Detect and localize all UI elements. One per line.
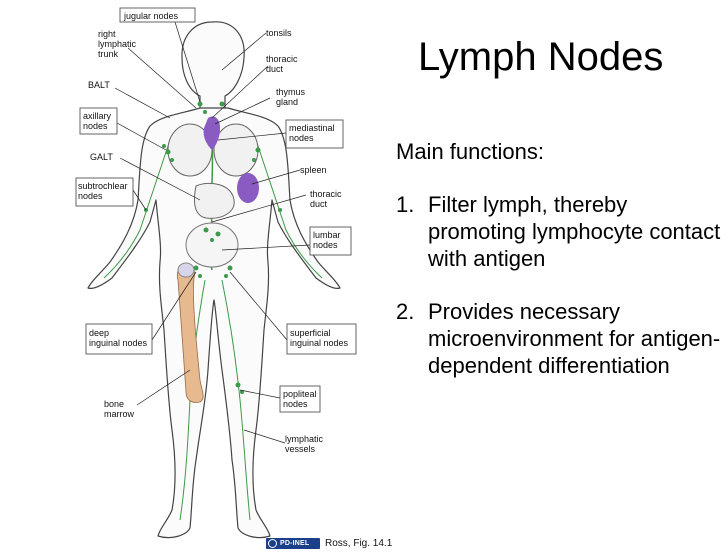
bone-femur	[176, 264, 204, 403]
functions-heading: Main functions:	[396, 139, 544, 164]
publisher-badge: PD-INEL	[266, 538, 320, 549]
organs	[167, 116, 259, 403]
function-item: 2. Provides necessary microenvironment f…	[396, 298, 721, 379]
label-galt: GALT	[90, 152, 113, 162]
function-number: 2.	[396, 299, 415, 324]
badge-text: PD-INEL	[280, 540, 310, 547]
arm-vessel-right	[255, 139, 323, 279]
function-text: Filter lymph, thereby promoting lymphocy…	[428, 192, 721, 271]
badge-logo-icon	[268, 539, 277, 548]
function-number: 1.	[396, 192, 415, 217]
leader-lines	[114, 21, 311, 444]
functions-section: Main functions: 1. Filter lymph, thereby…	[396, 138, 721, 405]
function-item: 1. Filter lymph, thereby promoting lymph…	[396, 191, 721, 272]
label-spleen: spleen	[300, 165, 327, 175]
thymus-shape	[203, 116, 220, 150]
figure-citation: Ross, Fig. 14.1	[325, 538, 393, 549]
label-tonsils: tonsils	[266, 28, 292, 38]
function-text: Provides necessary microenvironment for …	[428, 299, 721, 378]
stomach-shape	[193, 182, 235, 219]
label-jugular-nodes: jugular nodes	[123, 11, 179, 21]
leg-vessel-right	[221, 279, 251, 521]
intestine-shape	[185, 222, 239, 268]
body-outline	[87, 21, 341, 539]
slide-title: Lymph Nodes	[418, 35, 664, 79]
label-boxes	[75, 7, 357, 413]
spleen-shape	[237, 173, 259, 203]
arm-vessel-left	[103, 139, 171, 279]
label-balt: BALT	[88, 80, 110, 90]
functions-list: 1. Filter lymph, thereby promoting lymph…	[396, 191, 721, 379]
